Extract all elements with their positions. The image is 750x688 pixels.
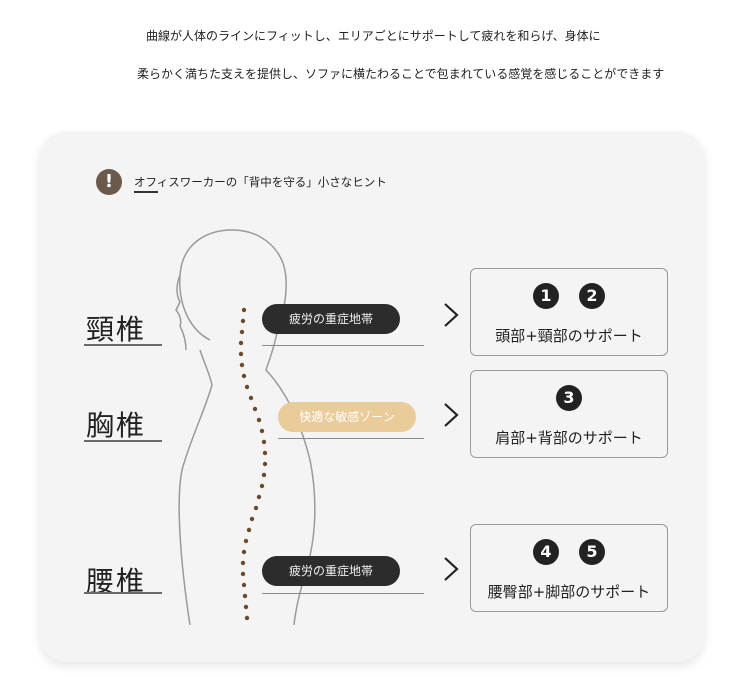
number-badge: 3: [556, 385, 582, 411]
thoracic-label: 胸椎: [86, 409, 147, 442]
spine-dots: [238, 307, 268, 621]
hint-row: ! オフィスワーカーの「背中を守る」小さなヒント: [96, 169, 387, 195]
chevron-right-icon: [444, 403, 459, 427]
zone-2-pill: 快適な敏感ゾーン: [278, 402, 416, 432]
intro-line-1: 曲線が人体のラインにフィットし、エリアごとにサポートして疲れを和らげ、身体に: [146, 29, 601, 43]
support-box-3-label: 腰臀部+脚部のサポート: [487, 583, 651, 601]
cervical-underline: [84, 344, 162, 346]
number-badge: 4: [533, 539, 559, 565]
chevron-right-icon: [444, 303, 459, 327]
number-badge: 2: [579, 283, 605, 309]
number-badge: 1: [533, 283, 559, 309]
hint-text: オフィスワーカーの「背中を守る」小さなヒント: [134, 175, 387, 189]
cervical-label: 頸椎: [86, 313, 147, 346]
zone-3-pill: 疲労の重症地帯: [262, 556, 400, 586]
support-box-2-label: 肩部+背部のサポート: [495, 429, 643, 447]
lumbar-underline: [84, 592, 162, 594]
lumbar-label: 腰椎: [86, 565, 147, 598]
exclamation-icon: !: [96, 169, 122, 195]
intro-line-2: 柔らかく満ちた支えを提供し、ソファに横たわることで包まれている感覚を感じることが…: [137, 67, 665, 81]
support-box-1: 1 2 頭部+頸部のサポート: [470, 268, 668, 356]
support-box-3: 4 5 腰臀部+脚部のサポート: [470, 524, 668, 612]
zone-1-pill: 疲労の重症地帯: [262, 304, 400, 334]
thoracic-underline: [84, 440, 162, 442]
zone-2-rule: [278, 438, 424, 439]
chevron-right-icon: [444, 557, 459, 581]
support-box-2: 3 肩部+背部のサポート: [470, 370, 668, 458]
zone-1-rule: [262, 345, 424, 346]
number-badge: 5: [579, 539, 605, 565]
zone-3-rule: [262, 593, 424, 594]
support-box-1-label: 頭部+頸部のサポート: [495, 327, 643, 345]
hint-underline: [134, 191, 158, 193]
